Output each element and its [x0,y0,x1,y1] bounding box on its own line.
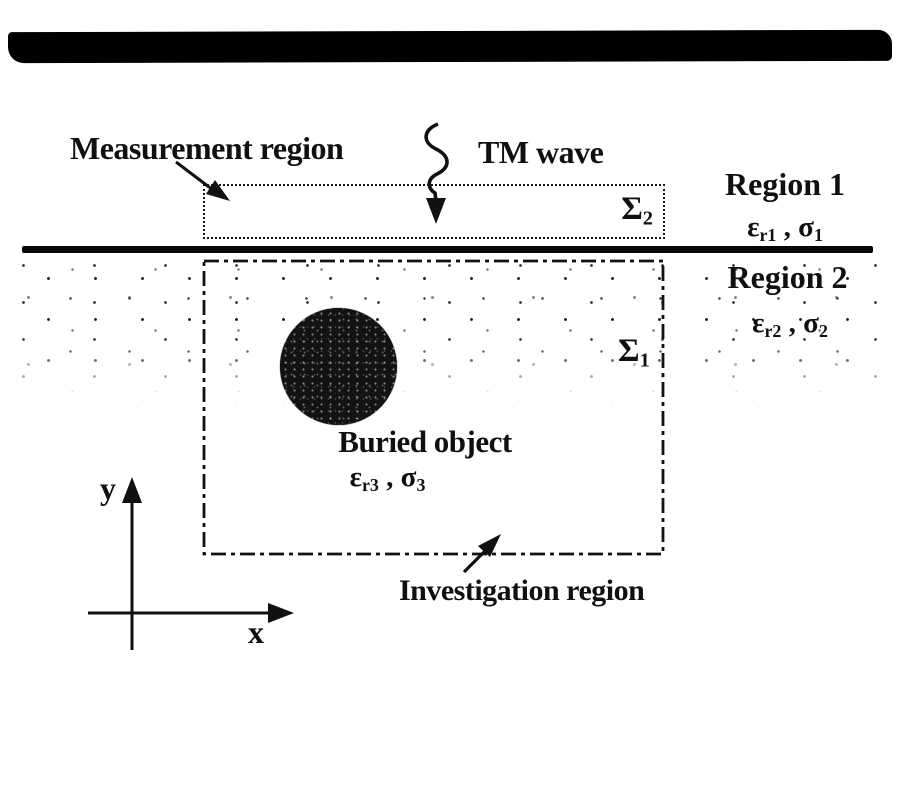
x-axis-label: x [248,614,264,650]
separator: , [781,307,804,339]
sigma1-subscript: 1 [639,349,650,372]
sigma-subscript: 3 [416,475,426,496]
sigma1-glyph: Σ [618,333,640,369]
region2-title: Region 2 [727,259,848,295]
interface-line [22,246,873,253]
sigma-glyph: σ [803,307,819,339]
y-axis-arrowhead [122,477,142,503]
region1-title: Region 1 [725,166,845,202]
y-axis-label: y [100,470,116,506]
region2-params-label: εr2 , σ2 [700,307,880,342]
tm-wave-arrow [424,122,449,224]
sigma1-boundary-label: Σ1 [618,335,650,371]
epsilon-glyph: ε [747,211,760,243]
tm-wave-label: TM wave [478,134,604,170]
sigma2-subscript: 2 [642,207,653,230]
region1-params-label: εr1 , σ1 [700,211,870,246]
separator: , [378,461,401,493]
epsilon-glyph: ε [349,461,362,493]
sigma-subscript: 2 [818,321,828,342]
investigation-region-label: Investigation region [399,574,645,607]
epsilon-subscript: r2 [764,321,782,342]
investigation-region-arrow [462,534,501,574]
buried-object-label: Buried object [338,424,512,459]
measurement-region-arrow [175,160,230,201]
sigma-glyph: σ [798,211,814,243]
separator: , [776,211,799,243]
sigma2-glyph: Σ [621,191,643,227]
investigation-region-border [202,259,665,556]
sigma-subscript: 1 [813,225,823,246]
measurement-region-box: Σ2 [203,184,665,239]
epsilon-subscript: r1 [759,225,777,246]
sigma-glyph: σ [400,461,417,493]
epsilon-glyph: ε [752,307,765,339]
buried-object-disc [280,308,397,425]
sigma2-boundary-label: Σ2 [621,191,653,231]
x-axis-arrowhead [268,603,294,623]
object-params-label: εr3 , σ3 [300,461,475,496]
measurement-region-label: Measurement region [70,130,344,166]
epsilon-subscript: r3 [361,475,379,496]
coordinate-axes [88,477,294,650]
region2-stipple-texture [18,253,882,403]
